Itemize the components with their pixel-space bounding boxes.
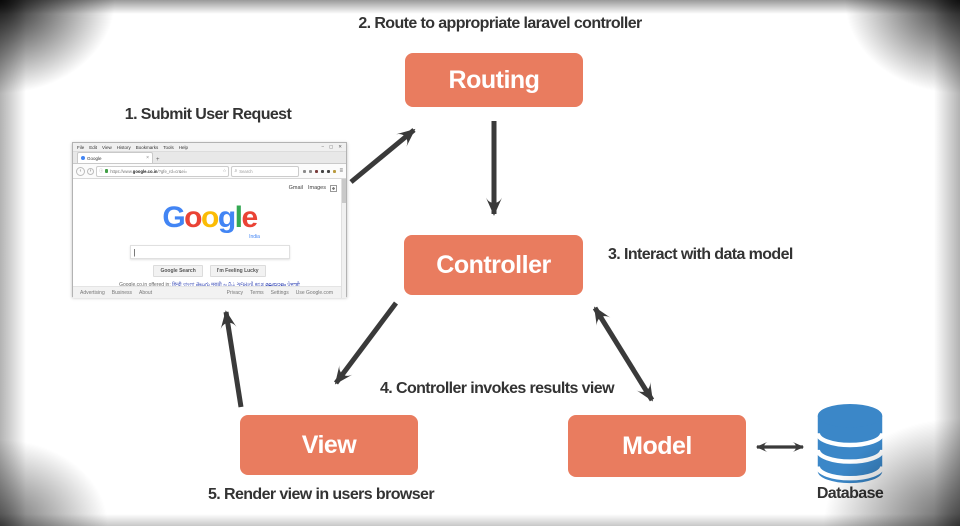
window-controls: – ▢ ✕	[321, 144, 342, 150]
google-country-label: India	[249, 234, 260, 240]
url-text: https://www.google.co.in/?gfe_rd=cr&ei=	[110, 168, 188, 174]
logo-letter: g	[217, 201, 236, 234]
logo-letter: G	[162, 201, 185, 234]
feeling-lucky-button: I'm Feeling Lucky	[209, 265, 266, 277]
step1-label: 1. Submit User Request	[124, 106, 292, 123]
toolbar-icon	[327, 169, 331, 173]
google-homepage: Gmail Images Google India | Google Searc…	[73, 179, 346, 298]
url-bar: ⓘ https://www.google.co.in/?gfe_rd=cr&ei…	[96, 165, 230, 177]
routing-node-label: Routing	[448, 65, 540, 94]
logo-letter: o	[184, 201, 202, 234]
menu-history: History	[116, 144, 131, 150]
info-icon: ⓘ	[99, 168, 104, 173]
toolbar-icon	[321, 169, 325, 173]
arrow-browser-to-routing	[349, 128, 416, 184]
footer-link-business: Business	[111, 289, 133, 296]
new-tab-icon: +	[156, 157, 160, 163]
close-icon: ✕	[338, 144, 342, 149]
star-icon: ☆	[222, 168, 227, 173]
back-icon: ‹	[76, 166, 85, 176]
routing-node: Routing	[405, 53, 583, 107]
step3-label: 3. Interact with data model	[608, 246, 793, 263]
menu-view: View	[102, 144, 112, 150]
google-search-button: Google Search	[153, 265, 203, 277]
arrow-controller-to-view	[334, 301, 398, 385]
menu-help: Help	[178, 144, 189, 150]
toolbar-icon	[315, 169, 319, 173]
footer-link-privacy: Privacy	[226, 289, 244, 296]
gmail-link: Gmail	[288, 185, 303, 191]
toolbar-icon	[333, 169, 337, 173]
maximize-icon: ▢	[328, 144, 334, 149]
database-label: Database	[816, 485, 884, 502]
tab-close-icon: ×	[146, 155, 149, 161]
browser-window: File Edit View History Bookmarks Tools H…	[72, 142, 347, 298]
footer-link-terms: Terms	[250, 289, 264, 296]
search-placeholder: Search	[239, 168, 253, 174]
search-icon: ⌕	[234, 168, 238, 174]
logo-letter: e	[241, 201, 258, 234]
database-icon	[815, 403, 885, 484]
browser-scrollbar	[341, 179, 346, 298]
toolbar-icon	[309, 169, 313, 173]
footer-link-advertising: Advertising	[80, 289, 105, 296]
browser-tab-google: Google ×	[77, 152, 153, 163]
logo-letter: o	[200, 201, 219, 234]
footer-link-settings: Settings	[270, 289, 289, 296]
search-field: ⌕ Search	[231, 165, 300, 177]
apps-grid-icon	[330, 184, 337, 192]
menu-icon: ≡	[339, 168, 343, 174]
controller-node-label: Controller	[436, 250, 551, 279]
browser-menubar: File Edit View History Bookmarks Tools H…	[73, 143, 346, 152]
step5-label: 5. Render view in users browser	[208, 486, 435, 503]
browser-navbar: ‹ › ⓘ https://www.google.co.in/?gfe_rd=c…	[73, 164, 346, 179]
footer-left-links: Advertising Business About	[80, 290, 152, 296]
images-link: Images	[307, 185, 326, 191]
google-buttons: Google Search I'm Feeling Lucky	[73, 265, 346, 277]
footer-right-links: Privacy Terms Settings Use Google.com	[227, 290, 339, 296]
model-node: Model	[568, 415, 746, 477]
text-cursor: |	[133, 247, 136, 257]
step4-label: 4. Controller invokes results view	[380, 380, 615, 397]
google-logo: Google	[73, 203, 346, 233]
view-node-label: View	[301, 430, 357, 459]
google-favicon-icon	[81, 156, 85, 160]
view-node: View	[240, 415, 418, 475]
model-node-label: Model	[622, 431, 692, 460]
google-topbar: Gmail Images	[288, 184, 337, 192]
toolbar-icons: ≡	[303, 168, 343, 174]
tab-title: Google	[87, 155, 102, 161]
minimize-icon: –	[321, 144, 324, 149]
forward-icon: ›	[87, 167, 94, 175]
menu-file: File	[77, 144, 85, 150]
menu-bookmarks: Bookmarks	[135, 144, 159, 150]
footer-link-about: About	[139, 289, 153, 296]
google-footer: Advertising Business About Privacy Terms…	[73, 286, 346, 298]
lock-icon	[105, 169, 109, 173]
menu-edit: Edit	[89, 144, 98, 150]
step2-label: 2. Route to appropriate laravel controll…	[358, 15, 642, 32]
menu-tools: Tools	[163, 144, 174, 150]
google-search-input: |	[129, 245, 290, 259]
arrow-view-to-browser	[220, 310, 244, 408]
controller-node: Controller	[404, 235, 583, 295]
scrollbar-thumb	[342, 179, 346, 203]
toolbar-icon	[303, 169, 307, 173]
footer-link-use-google-com: Use Google.com	[295, 289, 333, 296]
browser-tabbar: Google × +	[73, 152, 346, 164]
